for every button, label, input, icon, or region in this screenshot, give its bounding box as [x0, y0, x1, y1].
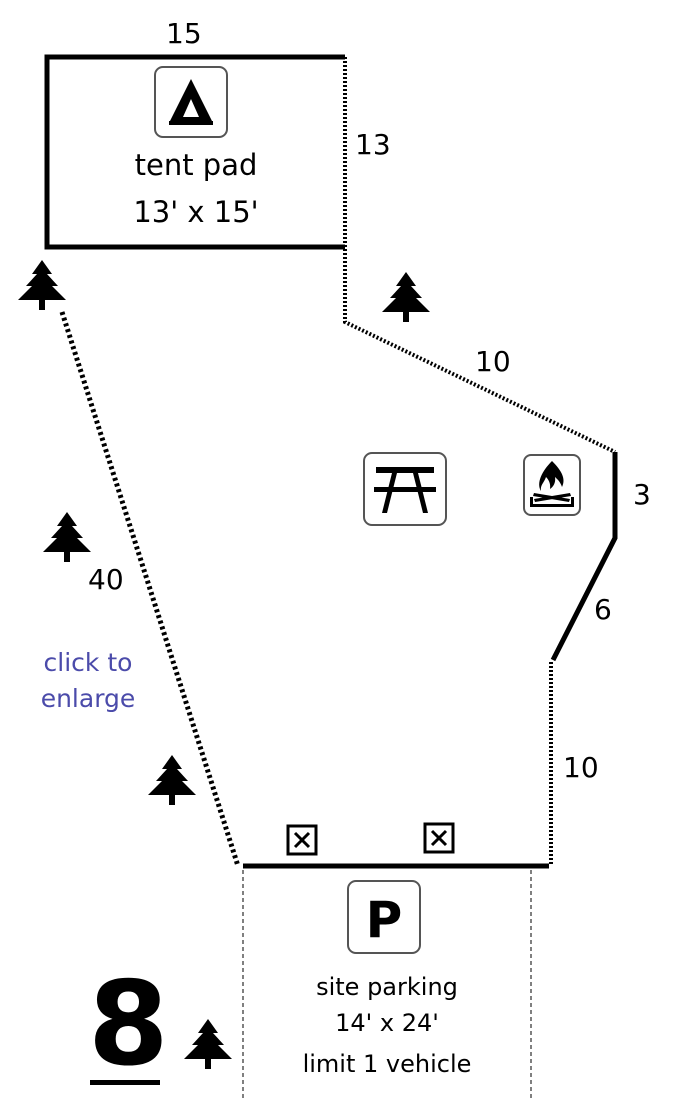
picnic-table-icon: [362, 451, 448, 531]
boundary-solid-right: [550, 452, 618, 662]
dim-upper-diagonal: 10: [475, 345, 511, 378]
dim-lower-right: 10: [563, 751, 599, 784]
boundary-dotted-upper: [343, 57, 616, 454]
parking-label: site parking: [316, 973, 458, 1001]
tent-pad-label: tent pad: [134, 148, 258, 182]
site-number-underline: [90, 1080, 160, 1085]
enlarge-link[interactable]: click to enlarge: [28, 645, 148, 717]
tree-icon: [16, 258, 68, 314]
svg-text:P: P: [366, 891, 403, 949]
tent-pad-size: 13' x 15': [133, 195, 259, 229]
dim-tent-top: 15: [166, 17, 202, 50]
enlarge-link-line1: click to: [43, 648, 133, 677]
tent-pad-outline: [44, 54, 345, 250]
tree-icon: [41, 510, 93, 566]
dim-right-short: 3: [633, 478, 651, 511]
parking-icon: P: [346, 879, 422, 959]
tree-icon: [380, 270, 432, 326]
dim-lower-diagonal: 6: [594, 593, 612, 626]
tent-icon: [153, 65, 229, 143]
parking-limit: limit 1 vehicle: [302, 1050, 472, 1078]
boundary-marker-icon: [423, 822, 455, 858]
fire-ring-icon: [522, 453, 582, 521]
tree-icon: [146, 753, 198, 809]
site-number: 8: [88, 957, 169, 1092]
enlarge-link-line2: enlarge: [40, 684, 136, 713]
dim-left-long: 40: [88, 563, 124, 596]
tree-icon: [182, 1017, 234, 1073]
boundary-marker-icon: [286, 824, 318, 860]
dim-tent-right: 13: [355, 128, 391, 161]
parking-size: 14' x 24': [335, 1009, 439, 1037]
boundary-dotted-left: [59, 311, 241, 867]
